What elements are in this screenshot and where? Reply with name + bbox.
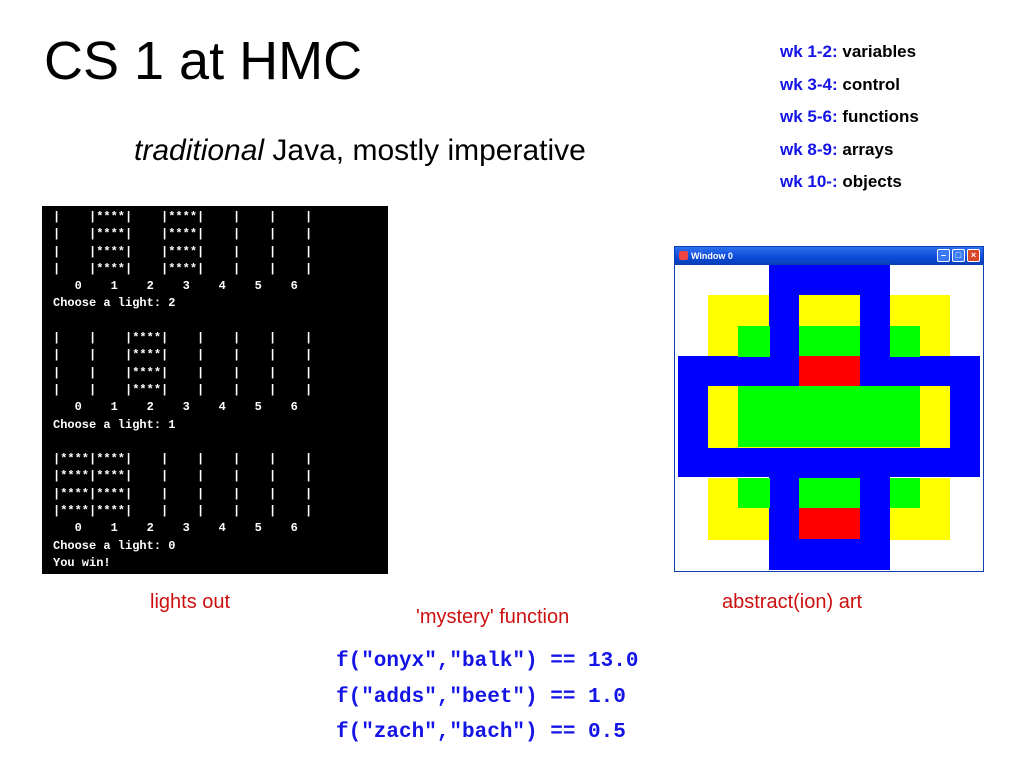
window-titlebar[interactable]: Window 0 – □ ×: [675, 247, 983, 265]
schedule-topic: variables: [837, 42, 917, 61]
caption-lights-out: lights out: [150, 591, 231, 613]
caption-mystery-function: 'mystery' function: [416, 606, 570, 628]
maximize-icon[interactable]: □: [952, 249, 965, 262]
slide-subtitle: traditional Java, mostly imperative: [134, 134, 586, 168]
course-schedule: wk 1-2: variables wk 3-4: control wk 5-6…: [780, 42, 919, 205]
window-title: Window 0: [691, 251, 733, 261]
art-green-square: [890, 326, 920, 357]
schedule-weeks: wk 5-6:: [780, 107, 838, 126]
schedule-topic: objects: [837, 172, 902, 191]
art-red-square: [799, 356, 860, 386]
schedule-weeks: wk 10-:: [780, 172, 838, 191]
mystery-examples: f("onyx","balk") == 13.0 f("adds","beet"…: [336, 650, 638, 757]
art-green-center: [738, 386, 920, 447]
art-canvas: [678, 265, 980, 570]
schedule-weeks: wk 3-4:: [780, 74, 838, 94]
schedule-row: wk 5-6: functions: [780, 107, 919, 140]
example-line: f("adds","beet") == 1.0: [336, 685, 626, 709]
schedule-weeks: wk 1-2:: [780, 42, 838, 61]
schedule-weeks: wk 8-9:: [780, 139, 838, 159]
schedule-row: wk 10-: objects: [780, 172, 919, 205]
minimize-icon[interactable]: –: [937, 249, 950, 262]
subtitle-rest: Java, mostly imperative: [264, 134, 586, 167]
schedule-topic: functions: [837, 107, 919, 126]
art-green-square: [738, 478, 770, 508]
abstract-art-graphic: [678, 265, 980, 570]
art-red-square: [799, 508, 860, 539]
caption-abstract-art: abstract(ion) art: [722, 591, 863, 613]
schedule-topic: arrays: [837, 139, 894, 159]
schedule-row: wk 8-9: arrays: [780, 140, 919, 173]
art-green-square: [738, 326, 770, 357]
slide-title: CS 1 at HMC: [44, 31, 363, 91]
art-window: Window 0 – □ ×: [674, 246, 984, 572]
art-yellow-inner: [799, 295, 860, 327]
close-icon[interactable]: ×: [967, 249, 980, 262]
example-line: f("onyx","balk") == 13.0: [336, 650, 639, 673]
schedule-row: wk 1-2: variables: [780, 42, 919, 75]
art-green-square: [799, 326, 860, 356]
art-green-square: [799, 478, 860, 508]
art-green-square: [890, 478, 920, 508]
lights-out-console: | |****| |****| | | | | |****| |****| | …: [42, 206, 388, 574]
schedule-row: wk 3-4: control: [780, 75, 919, 108]
schedule-topic: control: [837, 74, 900, 94]
console-output: | |****| |****| | | | | |****| |****| | …: [53, 210, 313, 570]
example-line: f("zach","bach") == 0.5: [336, 721, 626, 744]
app-icon: [679, 251, 688, 260]
subtitle-emphasis: traditional: [134, 134, 265, 167]
